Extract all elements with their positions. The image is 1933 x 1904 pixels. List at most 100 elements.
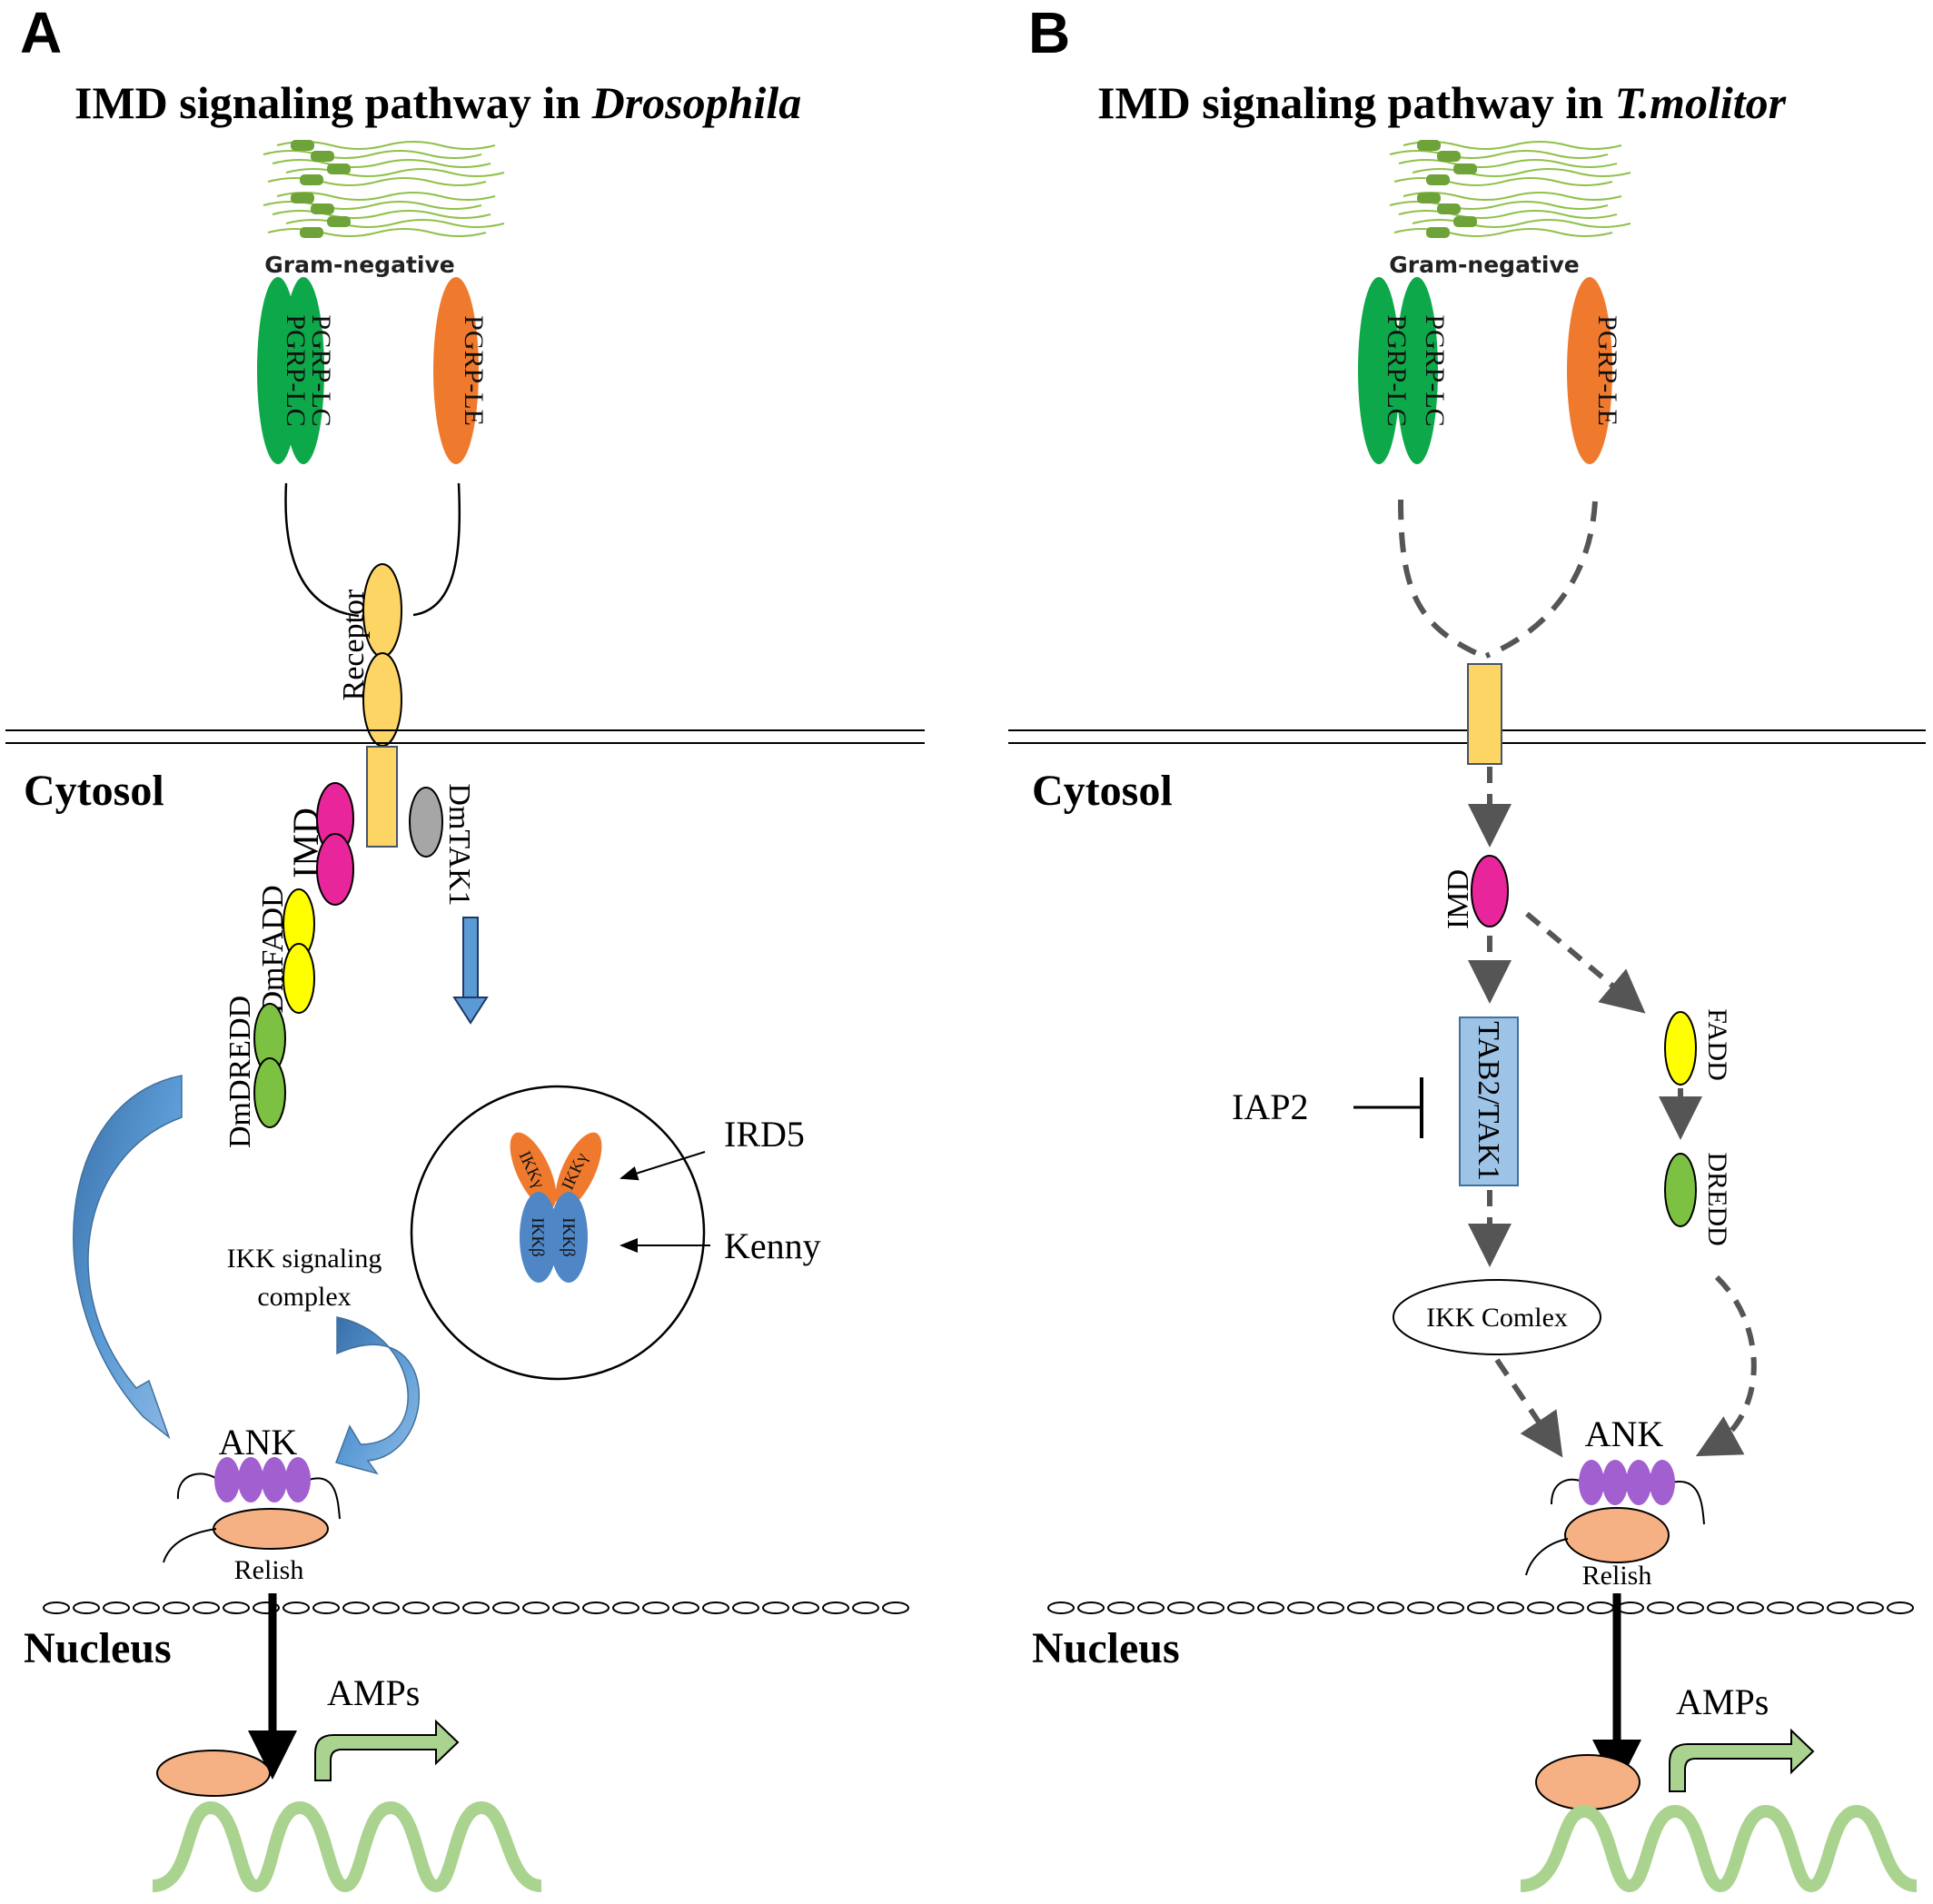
nuclear-pore [792, 1602, 819, 1614]
amps-transcription-arrow-b [1669, 1728, 1815, 1792]
relish-b [1564, 1507, 1670, 1563]
nuclear-pore [762, 1602, 789, 1614]
pgrp-lc-b-1-label: PGRP-LC [1382, 314, 1412, 426]
nuclear-pore [1257, 1602, 1284, 1614]
dmfadd-a-label: DmFADD [256, 885, 290, 1013]
pgrp-le-b [1567, 277, 1612, 464]
nuclear-pore [1107, 1602, 1135, 1614]
nuclear-pore [1797, 1602, 1824, 1614]
panel-a: A IMD signaling pathway in Drosophila Gr… [5, 0, 925, 1893]
ikk-beta-2-label: IKKβ [559, 1217, 578, 1256]
nuclear-pore [1497, 1602, 1524, 1614]
dmdredd-a-lower [253, 1057, 286, 1128]
nuclear-pore [1047, 1602, 1075, 1614]
pgrp-lc-a-1-label: PGRP-LC [281, 314, 311, 426]
ikk-to-relish-arrow-b [1494, 1358, 1563, 1458]
nuclear-pore [852, 1602, 879, 1614]
ank-label-a: ANK [219, 1422, 298, 1463]
nuclear-pore [1197, 1602, 1224, 1614]
cytosol-label-b: Cytosol [1032, 767, 1173, 815]
panel-a-letter: A [20, 0, 62, 65]
pgrp-le-a [433, 277, 479, 464]
nuclear-pore [1167, 1602, 1194, 1614]
nuclear-pore [312, 1602, 340, 1614]
nuclear-pore [342, 1602, 370, 1614]
nuclear-pore [462, 1602, 490, 1614]
pgrp-le-connector-a [412, 482, 461, 617]
pgrp-lc-a-2 [283, 277, 324, 464]
ank-repeat-b-4 [1650, 1460, 1675, 1505]
imd-a-label: IMD [285, 808, 326, 878]
nuclear-pore [253, 1602, 280, 1614]
nuclear-pore [283, 1602, 310, 1614]
pgrp-lc-b-1 [1358, 277, 1400, 464]
nuclear-pore [732, 1602, 759, 1614]
ikk-beta-1 [520, 1192, 558, 1283]
receptor-b [1467, 663, 1502, 765]
nuclear-pore [1677, 1602, 1704, 1614]
tab2-tak1-box [1459, 1016, 1519, 1186]
dredd-b-label: DREDD [1702, 1152, 1732, 1245]
ank-label-b: ANK [1585, 1413, 1664, 1454]
nuclear-pore [1377, 1602, 1404, 1614]
nuclear-pore [612, 1602, 639, 1614]
pgrp-le-connector-b [1484, 501, 1598, 659]
ank-repeat-a-2 [238, 1457, 263, 1502]
imd-b-label: IMD [1442, 869, 1475, 929]
nuclear-pore [522, 1602, 550, 1614]
ird5-label: IRD5 [724, 1114, 805, 1155]
pgrp-le-b-label: PGRP-LE [1592, 315, 1622, 426]
relish-a-label: Relish [234, 1555, 304, 1585]
nuclear-pore [1707, 1602, 1734, 1614]
nuclear-pore [1077, 1602, 1105, 1614]
dmtak1-a [409, 787, 443, 858]
nuclear-pore [43, 1602, 70, 1614]
relish-b-label: Relish [1582, 1561, 1652, 1591]
nuclear-pore [1587, 1602, 1614, 1614]
fadd-b [1664, 1011, 1697, 1086]
panel-a-title: IMD signaling pathway in Drosophila [74, 77, 801, 128]
nuclear-pore [372, 1602, 400, 1614]
dna-b [1520, 1804, 1918, 1893]
imd-to-fadd-arrow [1525, 911, 1646, 1014]
nuclear-pore [1857, 1602, 1884, 1614]
relish-bound-a [156, 1750, 271, 1797]
relish-bound-b [1535, 1754, 1641, 1810]
nuclear-pore [672, 1602, 699, 1614]
nuclear-pore [492, 1602, 520, 1614]
relish-a [213, 1508, 329, 1550]
gram-negative-label: Gram-negative [264, 252, 454, 278]
dmdredd-a-label: DmDREDD [223, 996, 257, 1148]
pgrp-lc-connector-b [1398, 499, 1484, 659]
nuclear-envelope-b [1047, 1602, 1914, 1614]
nuclear-pore [1617, 1602, 1644, 1614]
nuclear-pore [702, 1602, 729, 1614]
ikk-signaling-complex-label-1: IKK signaling [227, 1244, 382, 1274]
nuclear-pore [432, 1602, 460, 1614]
panel-b-title-species: T.molitor [1615, 77, 1787, 128]
nuclear-pore [1767, 1602, 1794, 1614]
receptor-transmembrane-a [366, 746, 398, 848]
kenny-label: Kenny [724, 1225, 821, 1266]
dredd-to-relish-arrow [1695, 1274, 1757, 1457]
iap2-label: IAP2 [1232, 1086, 1308, 1127]
panel-a-title-prefix: IMD signaling pathway in [74, 77, 592, 128]
nuclear-pore [1227, 1602, 1254, 1614]
fadd-b-label: FADD [1702, 1008, 1732, 1080]
nuclear-pore [1317, 1602, 1344, 1614]
ank-tether-a [176, 1473, 341, 1520]
nuclear-pore [1407, 1602, 1434, 1614]
ank-repeat-b-3 [1626, 1460, 1651, 1505]
dna-a [152, 1800, 543, 1893]
nuclear-envelope-a [43, 1602, 909, 1614]
nuclear-pore [642, 1602, 669, 1614]
nuclear-pore [552, 1602, 580, 1614]
nuclear-pore [882, 1602, 909, 1614]
gram-negative-bacteria-icon [263, 139, 505, 239]
nuclear-pore [103, 1602, 130, 1614]
ank-repeat-b-1 [1579, 1460, 1604, 1505]
dredd-to-relish-blue-arrow [73, 1075, 183, 1440]
nuclear-pore [1527, 1602, 1554, 1614]
nuclear-pore [822, 1602, 849, 1614]
